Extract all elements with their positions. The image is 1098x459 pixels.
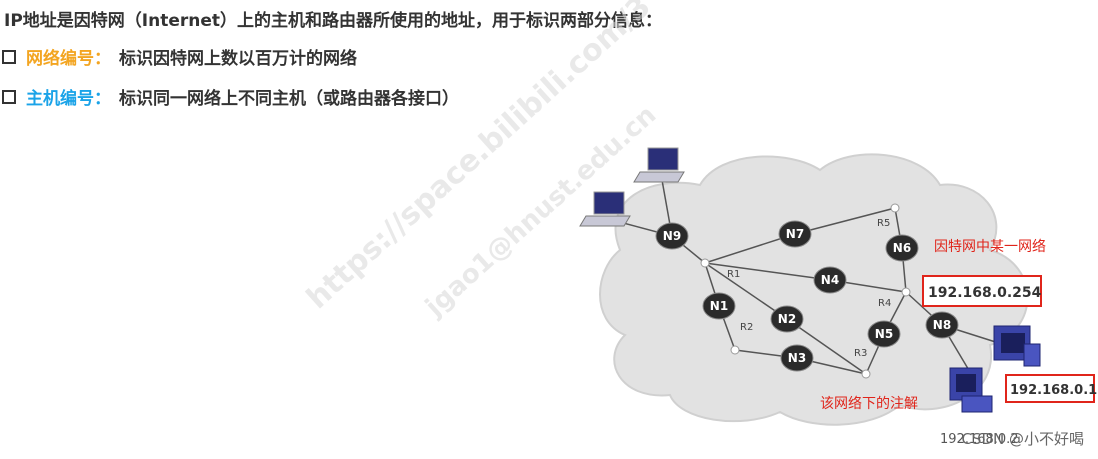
- router-ip: 192.168.0.254: [928, 285, 1042, 301]
- router-label: R4: [878, 298, 891, 309]
- router-label: R2: [740, 322, 753, 333]
- csdn-footer: CSDN @小不好喝: [961, 428, 1084, 449]
- node-label: N1: [710, 299, 728, 313]
- router-label: R1: [727, 269, 740, 280]
- laptop-icon: [580, 192, 630, 226]
- node-label: N9: [663, 229, 681, 243]
- network-annotation: 因特网中某一网络: [934, 239, 1046, 255]
- node-label: N6: [893, 241, 911, 255]
- node-label: N8: [933, 318, 951, 332]
- laptop-icon: [634, 148, 684, 182]
- node-label: N4: [821, 273, 839, 287]
- router-label: R5: [877, 218, 890, 229]
- node-label: N2: [778, 312, 796, 326]
- node-label: N5: [875, 327, 893, 341]
- node-label: N3: [788, 351, 806, 365]
- node-label: N7: [786, 227, 804, 241]
- desktop-computer-icon: [994, 326, 1040, 366]
- router-label: R3: [854, 348, 867, 359]
- host-ip-1: 192.168.0.1: [1010, 383, 1097, 398]
- network-note: 该网络下的注解: [820, 396, 918, 412]
